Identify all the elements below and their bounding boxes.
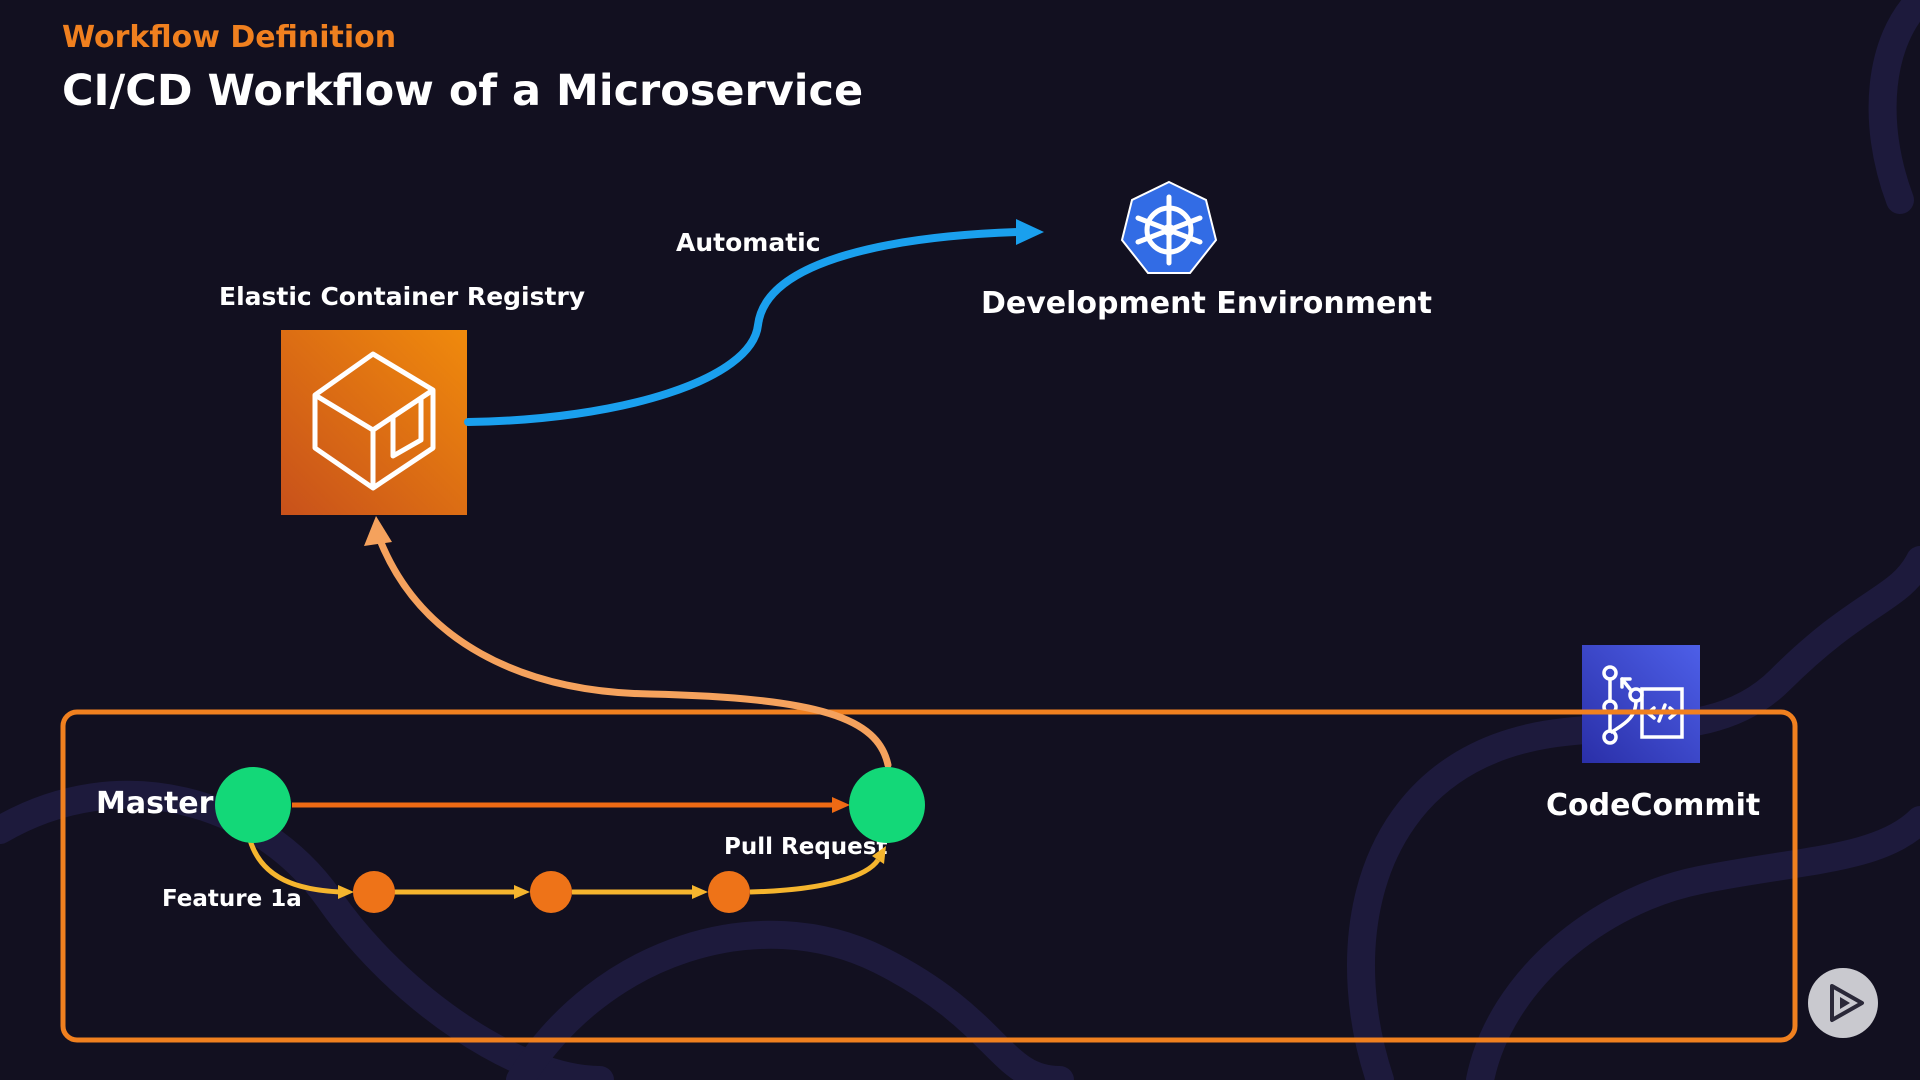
feature-branch-label: Feature 1a: [162, 886, 302, 912]
play-button[interactable]: [1808, 968, 1878, 1038]
feature-commit-2: [530, 871, 572, 913]
page-title: CI/CD Workflow of a Microservice: [62, 66, 864, 116]
pull-request-label: Pull Request: [724, 834, 888, 860]
feature-commit-1: [353, 871, 395, 913]
master-branch-label: Master: [96, 786, 214, 821]
build-push-arrowhead: [364, 516, 392, 546]
pull-request-line: [749, 858, 881, 895]
codecommit-label: CodeCommit: [1546, 788, 1761, 823]
automatic-deploy-arrowhead: [1016, 219, 1044, 245]
build-push-arrow: [376, 536, 892, 769]
feature-branch-out: [247, 839, 341, 895]
feature-arrowhead-3: [692, 885, 708, 899]
feature-commit-3: [708, 871, 750, 913]
pull-request-arrowhead: [872, 846, 886, 864]
section-kicker: Workflow Definition: [62, 20, 397, 55]
ecr-label: Elastic Container Registry: [219, 282, 586, 311]
ecr-container-icon: [281, 330, 467, 515]
master-commit-start: [215, 767, 291, 843]
codecommit-repo-box: [60, 709, 1798, 1043]
play-icon: [1830, 984, 1864, 1022]
feature-arrowhead-1: [338, 885, 354, 899]
master-commit-merge: [849, 767, 925, 843]
master-line-arrowhead: [832, 797, 850, 813]
automatic-edge-label: Automatic: [676, 228, 821, 257]
automatic-deploy-arrow: [464, 228, 1022, 426]
kubernetes-helm-icon: [1120, 180, 1218, 274]
feature-arrowhead-2: [514, 885, 530, 899]
dev-environment-label: Development Environment: [981, 286, 1433, 321]
